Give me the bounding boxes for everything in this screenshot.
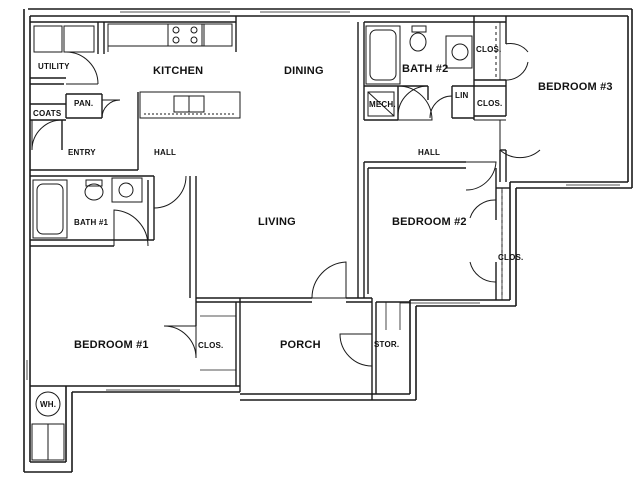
sink-1 bbox=[111, 177, 143, 203]
label-hall-left: HALL bbox=[154, 148, 176, 157]
dryer bbox=[63, 25, 95, 53]
label-hall-right: HALL bbox=[418, 148, 440, 157]
label-mech: MECH. bbox=[369, 100, 396, 109]
label-closet-bedroom-2: CLOS. bbox=[498, 253, 523, 262]
label-utility: UTILITY bbox=[38, 62, 70, 71]
water-heater bbox=[35, 391, 61, 417]
fixtures bbox=[31, 23, 503, 461]
room-labels: UTILITY KITCHEN DINING BATH #2 CLOS. BED… bbox=[33, 45, 613, 409]
label-porch: PORCH bbox=[280, 339, 321, 351]
label-bath-1: BATH #1 bbox=[74, 218, 108, 227]
label-pantry: PAN. bbox=[74, 99, 93, 108]
label-living: LIVING bbox=[258, 216, 296, 228]
label-bedroom-1: BEDROOM #1 bbox=[74, 339, 149, 351]
label-storage: STOR. bbox=[374, 340, 399, 349]
washer bbox=[33, 25, 63, 53]
label-bedroom-3: BEDROOM #3 bbox=[538, 81, 613, 93]
kitchen-island bbox=[139, 91, 241, 119]
bathtub-1 bbox=[32, 179, 68, 239]
label-coats: COATS bbox=[33, 109, 62, 118]
sink-2 bbox=[445, 35, 473, 69]
toilet-1 bbox=[84, 183, 104, 201]
label-closet-linen: CLOS. bbox=[477, 99, 502, 108]
label-linen: LIN bbox=[455, 91, 469, 100]
label-closet-bath-2: CLOS. bbox=[476, 45, 501, 54]
label-bedroom-2: BEDROOM #2 bbox=[392, 216, 467, 228]
label-dining: DINING bbox=[284, 65, 324, 77]
label-entry: ENTRY bbox=[68, 148, 96, 157]
windows bbox=[26, 11, 620, 391]
label-kitchen: KITCHEN bbox=[153, 65, 203, 77]
mech-unit bbox=[367, 91, 395, 117]
door-swings bbox=[31, 43, 541, 367]
range bbox=[167, 23, 203, 47]
label-bath-2: BATH #2 bbox=[402, 63, 448, 75]
label-closet-bedroom-1: CLOS. bbox=[198, 341, 223, 350]
label-water-heater: WH. bbox=[40, 400, 56, 409]
bathtub-2 bbox=[365, 25, 401, 85]
refrigerator bbox=[203, 23, 233, 47]
exterior-walls bbox=[23, 8, 633, 473]
toilet-2 bbox=[409, 32, 427, 52]
